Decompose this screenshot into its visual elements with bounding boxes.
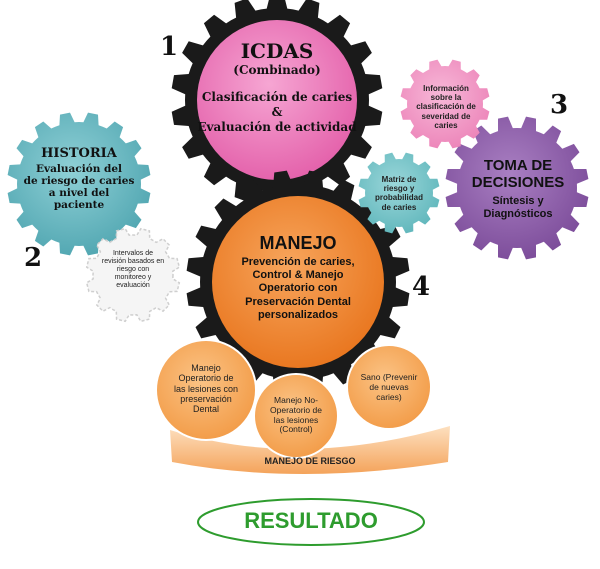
toma-decisiones-gear bbox=[445, 116, 589, 260]
intervalos-text: Intervalos de revisión basados en riesgo… bbox=[101, 250, 165, 290]
outcome-bubble-2 bbox=[253, 373, 339, 459]
resultado-ellipse bbox=[197, 498, 425, 546]
resultado-label: RESULTADO bbox=[244, 508, 378, 533]
info-icdas-text: Información sobre la clasificación de se… bbox=[416, 84, 476, 130]
icdas-title: ICDAS bbox=[240, 39, 314, 63]
manejo-riesgo-label: MANEJO DE RIESGO bbox=[264, 456, 356, 466]
toma-body: Síntesis y Diagnósticos bbox=[483, 195, 553, 220]
outcome-text-2: Manejo No- Operatorio de las lesiones (C… bbox=[270, 395, 322, 435]
matriz-text: Matriz de riesgo y probabilidad de carie… bbox=[375, 175, 423, 212]
matriz-gear bbox=[358, 152, 440, 234]
step-number-1: 1 bbox=[160, 32, 179, 62]
historia-title: HISTORIA bbox=[41, 146, 117, 161]
outcome-bubble-1 bbox=[155, 339, 257, 441]
info-icdas-gear bbox=[400, 59, 490, 149]
manejo-gear bbox=[186, 170, 410, 394]
toma-title: TOMA DE DECISIONES bbox=[471, 157, 565, 192]
step-number-2: 2 bbox=[24, 243, 43, 273]
historia-gear bbox=[7, 112, 151, 256]
icdas-body: Clasificación de caries & Evaluación de … bbox=[197, 90, 357, 134]
manejo-body: Prevención de caries, Control & Manejo O… bbox=[241, 256, 355, 321]
outcome-text-3: Sano (Prevenir de nuevas caries) bbox=[360, 372, 418, 402]
icdas-subtitle: (Combinado) bbox=[233, 63, 321, 77]
icdas-gear bbox=[171, 0, 383, 206]
step-number-4: 4 bbox=[412, 272, 431, 302]
historia-body: Evaluación del de riesgo de caries a niv… bbox=[23, 163, 135, 212]
outcome-text-1: Manejo Operatorio de las lesiones con pr… bbox=[173, 363, 239, 415]
outcome-bubble-3 bbox=[346, 344, 432, 430]
step-number-3: 3 bbox=[550, 90, 569, 120]
intervalos-gear bbox=[85, 227, 181, 323]
manejo-title: MANEJO bbox=[259, 233, 337, 253]
